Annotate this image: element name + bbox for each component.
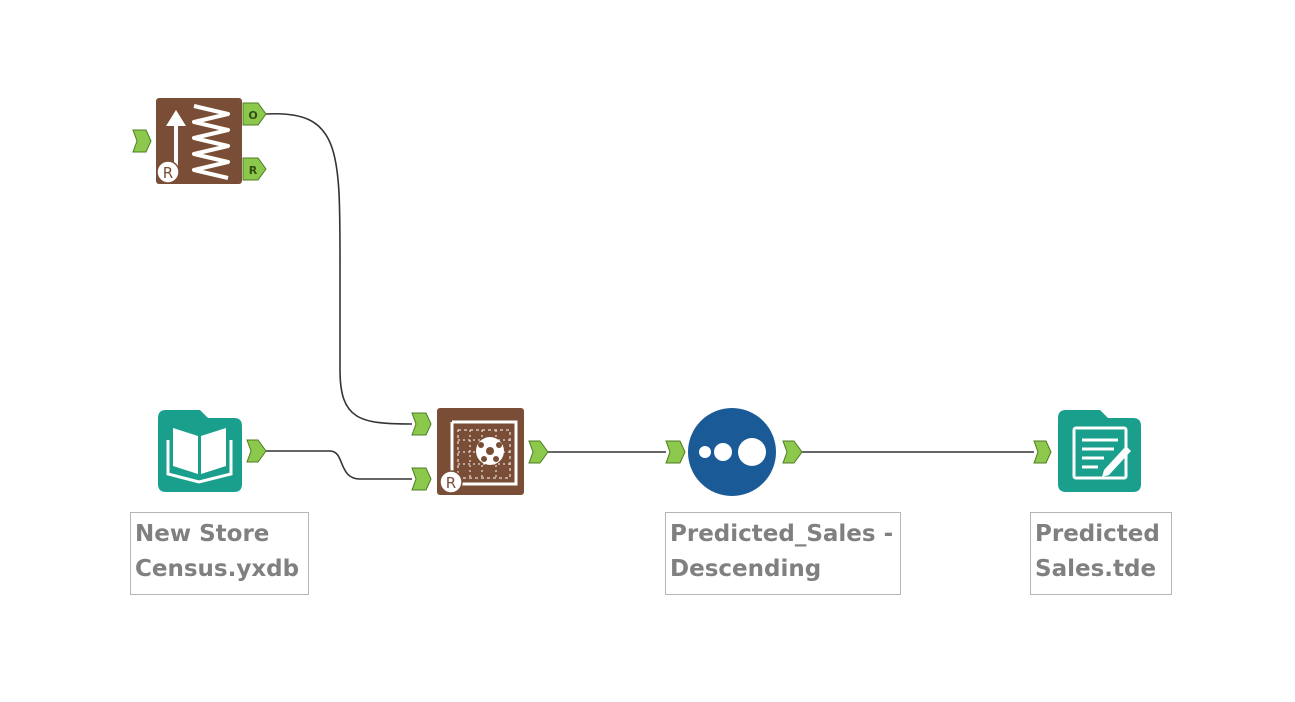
output-label-line-1: Predicted [1035, 521, 1160, 547]
input-label-line-1: New Store [135, 521, 270, 547]
input-tool-label[interactable]: New Store Census.yxdb [130, 512, 309, 595]
score-input-anchor[interactable] [132, 129, 152, 153]
sort-label-line-1: Predicted_Sales - [670, 521, 894, 547]
input-label-line-2: Census.yxdb [135, 556, 300, 582]
book-icon [166, 428, 233, 484]
sort-tool[interactable] [665, 408, 803, 496]
sort-tool-label[interactable]: Predicted_Sales - Descending [665, 512, 901, 595]
svg-text:O: O [248, 109, 257, 122]
dots-icon [699, 438, 766, 466]
output-data-tool[interactable] [1033, 410, 1141, 492]
model-input-anchor-bottom[interactable] [411, 467, 432, 491]
score-output-r-anchor[interactable]: R [242, 157, 267, 181]
spring-icon [192, 104, 230, 180]
sort-output-anchor[interactable] [782, 440, 803, 464]
score-output-o-anchor[interactable]: O [242, 102, 267, 126]
document-lines-icon [1072, 426, 1131, 480]
sort-label-line-2: Descending [670, 556, 822, 582]
output-tool-label[interactable]: Predicted Sales.tde [1030, 512, 1172, 595]
output-input-anchor[interactable] [1033, 440, 1052, 464]
svg-text:R: R [446, 474, 456, 492]
model-tool[interactable]: R [411, 408, 549, 495]
input-output-anchor[interactable] [246, 439, 267, 463]
r-badge-icon: R [439, 470, 463, 494]
model-input-anchor-top[interactable] [411, 412, 432, 436]
sort-input-anchor[interactable] [665, 440, 686, 464]
input-data-tool[interactable] [158, 410, 267, 492]
output-data-document-icon [1058, 410, 1141, 492]
connection-input-to-model[interactable] [266, 450, 412, 480]
r-badge-icon: R [156, 160, 180, 184]
score-tool[interactable]: R O R [132, 98, 267, 184]
output-label-line-2: Sales.tde [1035, 556, 1157, 582]
soccer-ball-icon [476, 437, 504, 465]
model-output-anchor[interactable] [528, 440, 549, 464]
svg-text:R: R [249, 164, 258, 177]
connection-score-to-model[interactable] [265, 112, 413, 425]
svg-text:R: R [163, 164, 173, 182]
